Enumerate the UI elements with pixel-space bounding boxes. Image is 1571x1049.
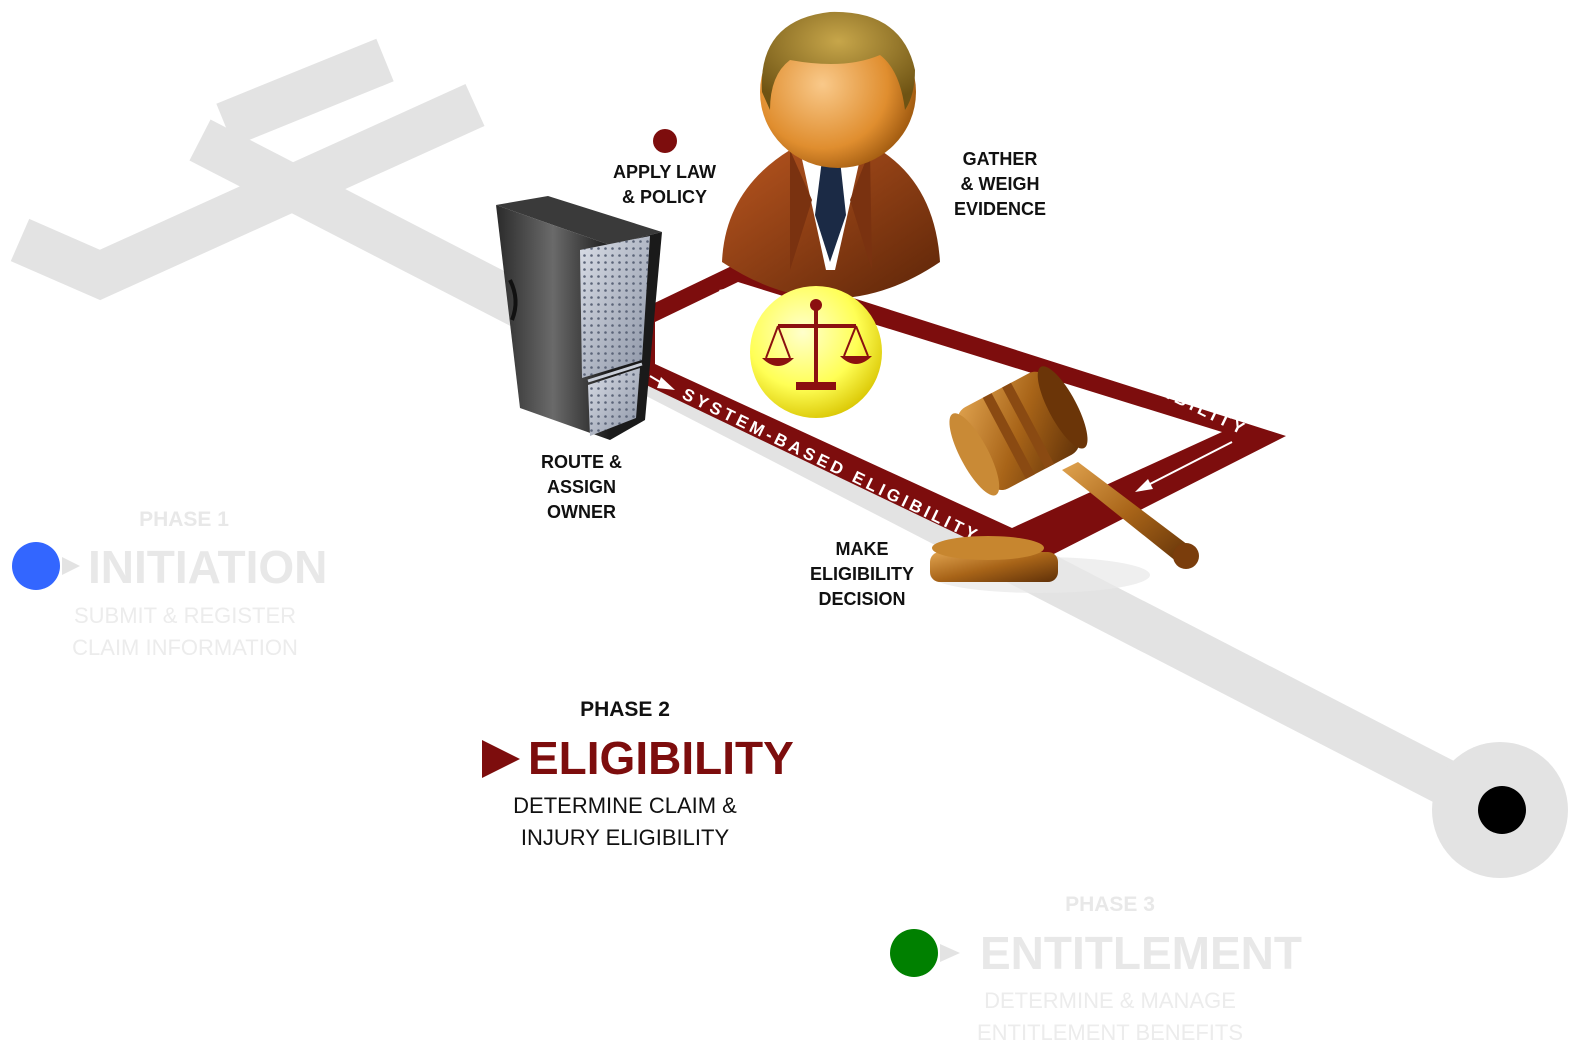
phase2-arrow-icon: [482, 740, 520, 778]
arrow-to-assisted-icon: [979, 293, 996, 304]
phase3-description: DETERMINE & MANAGE ENTITLEMENT BENEFITS: [955, 985, 1265, 1049]
arrow-to-decision-icon: [1135, 479, 1153, 492]
step-gather-line1: GATHER: [962, 149, 1038, 169]
phase2-desc-line2: INJURY ELIGIBILITY: [520, 825, 730, 850]
step-route-assign-owner: ROUTE & ASSIGN OWNER: [524, 450, 639, 525]
phase1-dot: [12, 542, 60, 590]
phase1-number: PHASE 1: [139, 508, 229, 531]
phase1-title: INITIATION: [88, 541, 328, 593]
step-route-line2: ASSIGN: [546, 477, 616, 497]
gavel-icon: [930, 366, 1199, 593]
step-marker-dot: [653, 129, 677, 153]
step-gather-line2: & WEIGH: [960, 174, 1040, 194]
phase1-description: SUBMIT & REGISTER CLAIM INFORMATION: [40, 600, 330, 664]
phase2-title: ELIGIBILITY: [528, 732, 794, 784]
phase1-arrow-icon: [62, 557, 80, 575]
step-decide-line3: DECISION: [818, 589, 906, 609]
scales-of-justice-icon: [750, 286, 882, 418]
phase3-title: ENTITLEMENT: [980, 927, 1302, 979]
step-gather-weigh-evidence: GATHER & WEIGH EVIDENCE: [940, 147, 1060, 222]
step-apply-law-policy: APPLY LAW & POLICY: [597, 160, 732, 210]
phase3-desc-line2: ENTITLEMENT BENEFITS: [976, 1020, 1244, 1045]
phase3-number: PHASE 3: [1065, 893, 1155, 916]
step-decide-line2: ELIGIBILITY: [809, 564, 914, 584]
phase3-desc-line1: DETERMINE & MANAGE: [984, 988, 1236, 1013]
phase1-desc-line2: CLAIM INFORMATION: [72, 635, 298, 660]
phase3-arrow-icon: [940, 944, 960, 962]
step-apply-line1: APPLY LAW: [612, 162, 717, 182]
step-route-line1: ROUTE &: [541, 452, 622, 472]
step-route-line3: OWNER: [547, 502, 616, 522]
step-apply-line2: & POLICY: [621, 187, 707, 207]
phase1-desc-line1: SUBMIT & REGISTER: [73, 603, 297, 628]
phase3-dot: [890, 929, 938, 977]
step-gather-line3: EVIDENCE: [953, 199, 1047, 219]
phase2-desc-line1: DETERMINE CLAIM &: [513, 793, 737, 818]
phase2-number: PHASE 2: [580, 698, 670, 721]
phase2-current-dot: [1478, 786, 1526, 834]
arrow-to-person-icon: [719, 287, 733, 300]
server-icon: [496, 196, 662, 440]
step-decide-line1: MAKE: [835, 539, 889, 559]
step-make-eligibility-decision: MAKE ELIGIBILITY DECISION: [798, 537, 926, 612]
arrow-to-system-icon: [657, 377, 675, 390]
phase2-description: DETERMINE CLAIM & INJURY ELIGIBILITY: [480, 790, 770, 854]
flow-arrows: [649, 283, 1233, 492]
person-icon: [722, 11, 940, 299]
